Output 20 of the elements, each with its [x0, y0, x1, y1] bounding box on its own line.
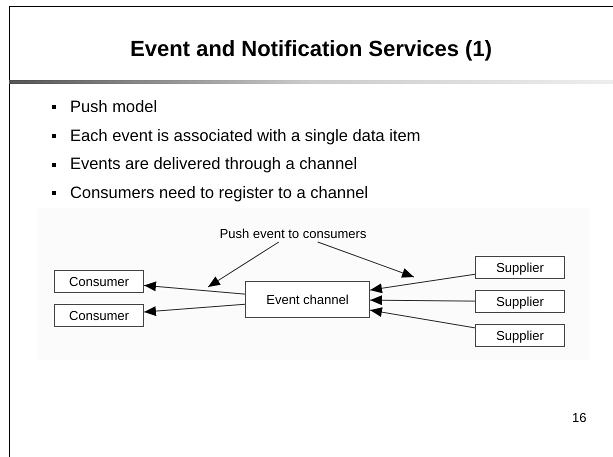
process-box: Supplier: [475, 324, 565, 347]
callout-text: Push event to consumers: [210, 224, 376, 242]
process-box: Consumer: [54, 270, 144, 293]
bullet-text: Events are delivered through a channel: [70, 155, 358, 174]
leader-arrow: [208, 242, 280, 288]
arrow: [370, 274, 476, 294]
process-box: Supplier: [475, 256, 565, 279]
slide-title: Event and Notification Services (1): [129, 36, 493, 62]
arrow: [144, 281, 246, 295]
page-number: 16: [572, 410, 586, 425]
process-box: Consumer: [54, 304, 144, 327]
arrow: [370, 295, 476, 306]
bullet-text: Push model: [70, 98, 158, 117]
process-box: Supplier: [475, 290, 565, 313]
arrow: [144, 304, 246, 316]
channel-box: Event channel: [245, 281, 370, 318]
arrow: [370, 307, 476, 328]
bullet-text: Each event is associated with a single data item: [70, 126, 420, 146]
bullet-text: Consumers need to register to a channel: [70, 184, 368, 203]
leader-arrow: [317, 242, 414, 278]
